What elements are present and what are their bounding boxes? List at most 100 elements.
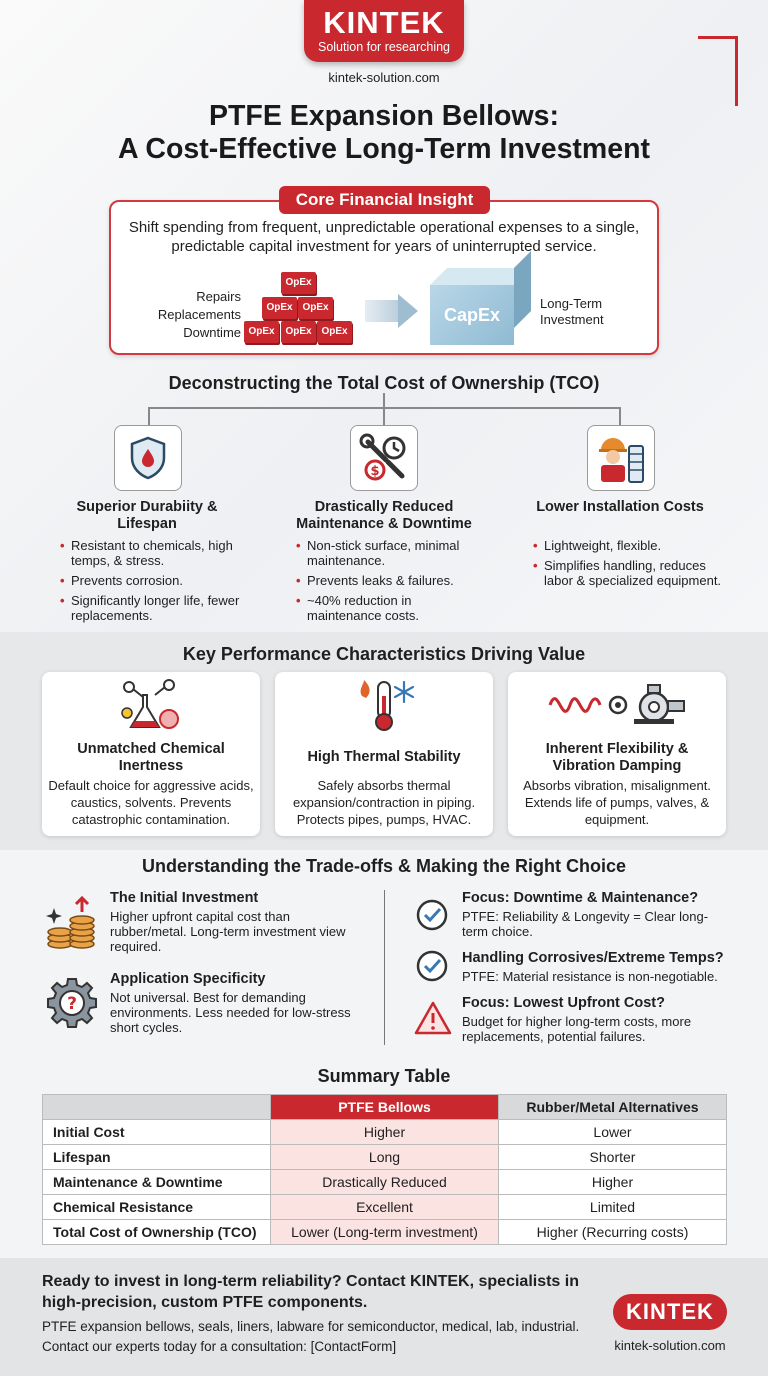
tco-bullets: Non-stick surface, minimal maintenance. … — [296, 538, 486, 628]
opex-block: OpEx — [262, 297, 297, 319]
tradeoff-title: Application Specificity — [110, 971, 266, 987]
tradeoff-text: Budget for higher long-term costs, more … — [462, 1014, 692, 1044]
opex-label: Replacements — [157, 307, 241, 322]
table-cell: Limited — [498, 1194, 727, 1220]
bullet-item: Resistant to chemicals, high temps, & st… — [60, 538, 260, 568]
tradeoff-text: PTFE: Material resistance is non-negotia… — [462, 969, 718, 984]
tradeoff-text: Not universal. Best for demanding enviro… — [110, 990, 351, 1035]
opex-label: Downtime — [183, 325, 241, 340]
tree-connector — [383, 393, 385, 407]
arrow-right-icon — [398, 294, 418, 328]
cta-heading: Ready to invest in long-term reliability… — [42, 1273, 579, 1311]
tradeoffs-heading: Understanding the Trade-offs & Making th… — [141, 856, 627, 876]
tree-connector — [383, 407, 385, 425]
thermometer-icon — [350, 676, 420, 732]
table-cell: Long — [270, 1144, 499, 1170]
bullet-item: Non-stick surface, minimal maintenance. — [296, 538, 486, 568]
table-cell: Maintenance & Downtime — [42, 1169, 271, 1195]
bullet-item: Prevents corrosion. — [60, 573, 260, 588]
performance-title: High Thermal Stability — [307, 749, 461, 765]
insight-text: Shift spending from frequent, unpredicta… — [128, 219, 640, 255]
tco-bullets: Lightweight, flexible. Simplifies handli… — [533, 538, 723, 593]
insight-label: Core Financial Insight — [279, 186, 490, 214]
kintek-logo[interactable]: KINTEK Solution for researching — [304, 0, 464, 62]
title-line-1: PTFE Expansion Bellows: — [209, 100, 559, 132]
check-circle-icon — [414, 897, 450, 933]
wrench-clock-icon: $ — [350, 425, 418, 491]
tradeoff-title: The Initial Investment — [110, 890, 259, 906]
brand-name: KINTEK — [323, 5, 445, 40]
bullet-item: Lightweight, flexible. — [533, 538, 723, 553]
corner-accent — [698, 36, 738, 106]
svg-text:$: $ — [370, 464, 379, 479]
title-line-2: A Cost-Effective Long-Term Investment — [117, 133, 651, 165]
table-cell: Total Cost of Ownership (TCO) — [42, 1219, 271, 1245]
tradeoff-title: Focus: Lowest Upfront Cost? — [462, 995, 665, 1011]
bullet-item: Significantly longer life, fewer replace… — [60, 593, 260, 623]
tco-title: Superior Durabiity & Lifespan — [76, 499, 218, 532]
arrow-shaft — [365, 300, 401, 322]
tco-heading: Deconstructing the Total Cost of Ownersh… — [168, 373, 600, 393]
table-header-cell: PTFE Bellows — [270, 1094, 499, 1120]
shield-drop-icon — [114, 425, 182, 491]
table-cell: Chemical Resistance — [42, 1194, 271, 1220]
insight-panel — [109, 200, 659, 355]
tree-connector — [619, 407, 621, 425]
brand-tagline: Solution for researching — [317, 40, 451, 54]
table-row: Maintenance & Downtime Drastically Reduc… — [42, 1169, 727, 1195]
performance-title: Unmatched Chemical Inertness — [77, 741, 225, 774]
table-cell: Lifespan — [42, 1144, 271, 1170]
tradeoff-title: Handling Corrosives/Extreme Temps? — [462, 950, 724, 966]
opex-block: OpEx — [281, 272, 316, 294]
contact-form-link[interactable]: Contact our experts today for a consulta… — [42, 1339, 397, 1354]
table-cell: Higher — [498, 1169, 727, 1195]
tradeoff-text: PTFE: Reliability & Longevity = Clear lo… — [462, 909, 709, 939]
bullet-item: Prevents leaks & failures. — [296, 573, 486, 588]
bullet-item: Simplifies handling, reduces labor & spe… — [533, 558, 723, 588]
kintek-logo-footer[interactable]: KINTEK — [613, 1294, 727, 1330]
tco-title: Drastically Reduced Maintenance & Downti… — [296, 499, 472, 532]
table-cell: Shorter — [498, 1144, 727, 1170]
performance-text: Default choice for aggressive acids, cau… — [48, 778, 254, 827]
svg-text:?: ? — [67, 994, 77, 1014]
vibration-pump-icon — [548, 676, 688, 732]
capex-label: Long-Term Investment — [540, 296, 604, 327]
performance-title: Inherent Flexibility & Vibration Damping — [545, 741, 689, 774]
table-row: Lifespan Long Shorter — [42, 1144, 727, 1170]
opex-block: OpEx — [298, 297, 333, 319]
capex-cube: CapEx — [430, 285, 514, 345]
website-link-footer[interactable]: kintek-solution.com — [614, 1338, 726, 1353]
opex-label: Repairs — [196, 289, 241, 304]
table-cell: Excellent — [270, 1194, 499, 1220]
chemistry-flask-icon — [118, 676, 184, 732]
tree-connector — [148, 407, 150, 425]
opex-block: OpEx — [281, 321, 316, 343]
cta-line: PTFE expansion bellows, seals, liners, l… — [42, 1319, 580, 1334]
performance-heading: Key Performance Characteristics Driving … — [182, 644, 586, 664]
table-header-cell — [42, 1094, 271, 1120]
worker-icon — [587, 425, 655, 491]
table-header-cell: Rubber/Metal Alternatives — [498, 1094, 727, 1120]
table-cell: Higher (Recurring costs) — [498, 1219, 727, 1245]
coins-arrow-icon — [44, 894, 100, 950]
tco-title: Lower Installation Costs — [536, 499, 704, 515]
summary-table: PTFE Bellows Rubber/Metal Alternatives I… — [42, 1094, 727, 1245]
gear-question-icon: ? — [44, 975, 100, 1031]
tco-bullets: Resistant to chemicals, high temps, & st… — [60, 538, 260, 628]
opex-block: OpEx — [244, 321, 279, 343]
bullet-item: ~40% reduction in maintenance costs. — [296, 593, 486, 623]
performance-text: Safely absorbs thermal expansion/contrac… — [292, 778, 476, 827]
page-title: PTFE Expansion Bellows: A Cost-Effective… — [0, 100, 768, 166]
check-circle-icon — [414, 948, 450, 984]
opex-block: OpEx — [317, 321, 352, 343]
table-header-row: PTFE Bellows Rubber/Metal Alternatives — [42, 1094, 727, 1120]
performance-card — [42, 672, 260, 836]
cta-text: PTFE expansion bellows, seals, liners, l… — [42, 1317, 602, 1357]
table-cell: Lower (Long-term investment) — [270, 1219, 499, 1245]
table-row: Total Cost of Ownership (TCO) Lower (Lon… — [42, 1219, 727, 1245]
tradeoff-text: Higher upfront capital cost than rubber/… — [110, 909, 346, 954]
tradeoff-title: Focus: Downtime & Maintenance? — [462, 890, 699, 906]
summary-heading: Summary Table — [317, 1066, 451, 1086]
website-link[interactable]: kintek-solution.com — [328, 70, 440, 85]
